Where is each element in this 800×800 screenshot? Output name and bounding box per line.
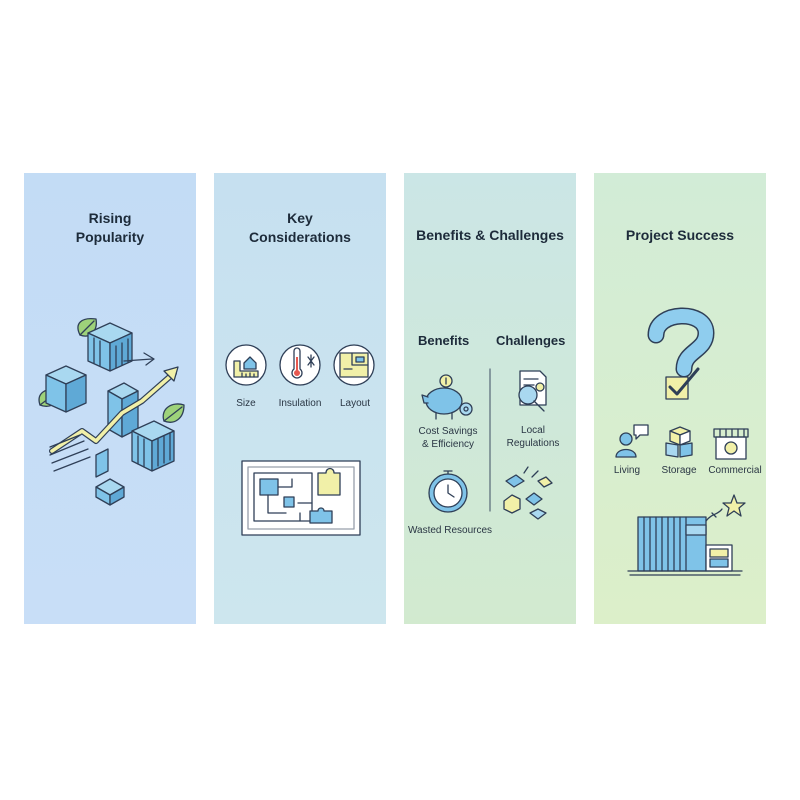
insulation-label: Insulation [278, 398, 322, 409]
star-icon [705, 494, 746, 522]
shipping-container-icon [131, 420, 175, 472]
storefront-icon [713, 428, 749, 460]
size-label: Size [236, 398, 256, 409]
shipping-container-icon [87, 322, 133, 372]
commercial-label: Commercial [708, 465, 762, 476]
cost-savings-label: Cost Savings & Efficiency [418, 426, 478, 450]
panel-project-success: Project Success [594, 173, 766, 624]
benefits-header: Benefits [418, 333, 470, 348]
local-regulations-label: Local Regulations [506, 425, 560, 449]
key-considerations-illustration [225, 344, 375, 536]
panel-title: Project Success [625, 227, 735, 243]
storage-label: Storage [661, 465, 697, 476]
panel-benefits-challenges: Benefits & Challenges Benefits Challenge… [404, 173, 576, 624]
panel-key-considerations: Key Considerations [214, 173, 386, 624]
speed-lines-icon [49, 434, 91, 472]
challenges-header: Challenges [496, 333, 566, 348]
benefits-challenges-illustration [421, 368, 553, 520]
piggy-bank-icon [421, 374, 473, 420]
leaf-icon [162, 403, 185, 423]
floor-plan-icon [333, 344, 375, 386]
size-icon [225, 344, 267, 386]
panel-title: Rising Popularity [75, 210, 145, 245]
magnifier-document-icon [518, 370, 547, 412]
thermometer-icon [279, 344, 321, 386]
checkbox-icon [665, 367, 700, 400]
panel-title: Key Considerations [249, 210, 351, 245]
wasted-resources-label: Wasted Resources [407, 525, 493, 536]
small-cubes-icon [95, 448, 125, 506]
person-icon [615, 424, 649, 458]
living-label: Living [613, 465, 641, 476]
rising-arrow-icon [49, 352, 179, 454]
project-success-illustration [615, 307, 749, 576]
question-mark-icon [647, 307, 715, 378]
stopwatch-icon [428, 470, 468, 513]
panel-title: Benefits & Challenges [416, 227, 564, 243]
floor-plan-puzzle-icon [241, 460, 361, 536]
rising-popularity-illustration [38, 317, 185, 506]
shipping-container-icon [45, 365, 87, 413]
scattered-cubes-icon [503, 466, 553, 520]
panel-rising-popularity: Rising Popularity [24, 173, 196, 624]
stacked-containers-icon [627, 516, 743, 576]
storage-boxes-icon [665, 426, 693, 458]
layout-label: Layout [339, 398, 371, 409]
